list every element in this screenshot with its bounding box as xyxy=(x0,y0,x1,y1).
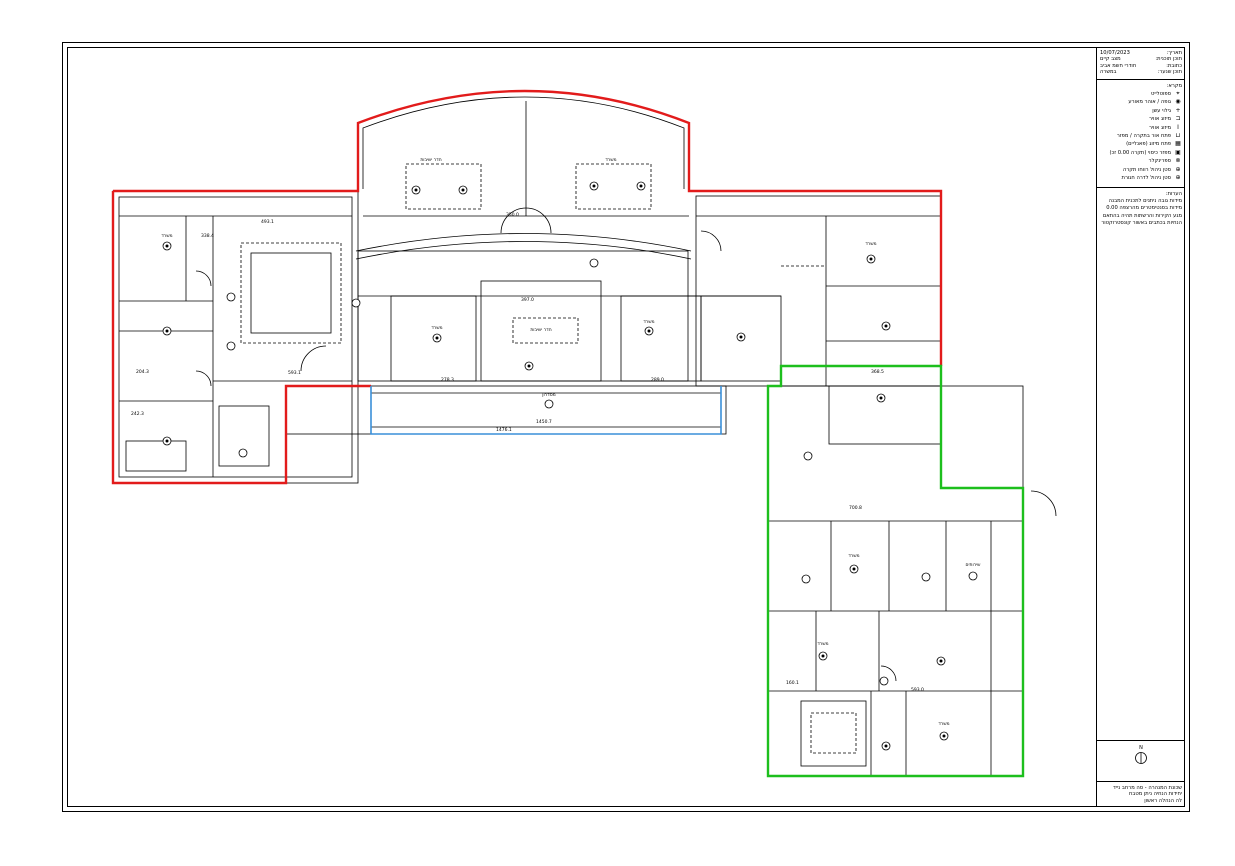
project-line: לה הנהלה ראשון xyxy=(1144,797,1182,804)
room-label: חדר ישיבות xyxy=(530,328,551,333)
room-label: משרד xyxy=(817,642,828,647)
tb-label: תאריך: xyxy=(1166,50,1183,56)
legend-label: גילוי עשן xyxy=(1152,107,1171,114)
drawing-frame xyxy=(67,47,1185,807)
project-line: שכונת המנהרה - סה מרחב נייד xyxy=(1113,784,1182,791)
dim-f: 160.1 xyxy=(786,680,799,686)
notes-title: הערות: xyxy=(1165,190,1182,197)
room-label: משרד xyxy=(431,326,442,331)
legend-label: מיזוג אוויר xyxy=(1148,124,1171,131)
north-label: N xyxy=(1139,745,1143,751)
dim-corridor: 1450.7 xyxy=(536,419,552,425)
dim-b: 289.0 xyxy=(651,377,664,383)
room-label: משרד xyxy=(605,158,616,163)
room-label: משרד xyxy=(938,722,949,727)
legend-title: מקרא: xyxy=(1166,82,1182,89)
legend-label: ספרינקלר xyxy=(1148,158,1171,165)
dim-arch: 350.0 xyxy=(506,212,519,218)
room-label: משרד xyxy=(848,554,859,559)
grid-icon: ▦ xyxy=(1175,140,1181,148)
notes: הערות: מידות גובה ניתנים לתכנית המבנה מי… xyxy=(1097,188,1185,231)
cross-circle-icon: ⊕ xyxy=(1175,165,1181,173)
spotlight-icon: ⌖ xyxy=(1176,90,1180,98)
sprinkler-icon: ⊗ xyxy=(1175,157,1181,165)
legend-label: סטן ניהול רווחו תקרה xyxy=(1122,166,1171,173)
title-block: תאריך: 10/07/2023 תוכן תוכנית: מצב קיים כת… xyxy=(1096,47,1185,807)
bracket-icon: ⊏ xyxy=(1175,115,1181,123)
diffuser-icon: ▣ xyxy=(1175,148,1181,156)
note: מגע הקירות והרשתות תהיה בהתאם xyxy=(1102,212,1182,219)
dim-center: 397.0 xyxy=(521,297,534,303)
legend-label: גופה / אוהר מאורע xyxy=(1128,99,1171,106)
room-label: משרד xyxy=(865,242,876,247)
room-label: משרד xyxy=(161,234,172,239)
legend-label: מיזוג אוויר xyxy=(1148,116,1171,123)
cross-circle-2-icon: ⊕ xyxy=(1175,174,1181,182)
room-label: שירותים xyxy=(966,563,981,568)
note: מידות גובה ניתנים לתכנית המבנה xyxy=(1108,197,1182,204)
dim-d: 493.1 xyxy=(261,219,274,225)
note: מידות בסנטימטרים מהרצפה 0.00 xyxy=(1106,205,1182,212)
tb-value: 10/07/2023 xyxy=(1100,50,1130,56)
legend: מקרא: ⌖ ספוטלייט ◉ גופה / אוהר מאורע + גילו… xyxy=(1097,80,1185,188)
ibeam-icon: I xyxy=(1177,123,1179,131)
room-label: מסדרון xyxy=(542,393,555,398)
project-line: יחידות הנחיה ניתן מטבח xyxy=(1128,791,1182,798)
room-label: חדר ישיבות xyxy=(420,158,441,163)
tb-value: במשרה xyxy=(1100,69,1117,76)
legend-label: פתח מיזוג (פאנליים) xyxy=(1126,141,1171,148)
dim-g: 338.4 xyxy=(201,233,214,239)
north-arrow-icon xyxy=(1135,752,1147,765)
note: הנחיות בכתבים באשור קונסטרוקטור xyxy=(1101,220,1182,227)
legend-label: מפזר כיסוי (תקרה 0.00 זכ) xyxy=(1109,149,1172,156)
tb-label: תוכן שנער: xyxy=(1157,69,1182,76)
dim-i: 204.3 xyxy=(136,369,149,375)
dim-right: 700.8 xyxy=(849,505,862,511)
tb-value: חודרי חשמ אביב xyxy=(1100,62,1137,69)
plus-icon: + xyxy=(1175,106,1181,114)
dim-left: 593.1 xyxy=(288,370,301,376)
north-arrow: N xyxy=(1097,740,1185,777)
dim-corridor-2: 1476.1 xyxy=(496,427,512,433)
tb-label: תוכן תוכנית: xyxy=(1155,56,1182,63)
tb-label: כתובת: xyxy=(1166,62,1182,69)
fixture-icon: ◉ xyxy=(1175,98,1181,106)
room-label: משרד xyxy=(643,320,654,325)
floor-plan: 1450.7 1476.1 593.1 700.8 397.0 278.3 28… xyxy=(111,89,1057,778)
project-info: שכונת המנהרה - סה מרחב נייד יחידות הנחיה… xyxy=(1097,780,1185,807)
tb-value: מצב קיים xyxy=(1100,56,1121,63)
dim-e: 593.0 xyxy=(911,687,924,693)
title-block-header: תאריך: 10/07/2023 תוכן תוכנית: מצב קיים כת… xyxy=(1097,47,1185,80)
legend-label: ספוטלייט xyxy=(1150,91,1171,98)
dim-h: 242.3 xyxy=(131,411,144,417)
dim-c: 368.5 xyxy=(871,369,884,375)
legend-label: סטן ניהול לדרה חגורת xyxy=(1121,175,1171,182)
panel-icon: ⊔ xyxy=(1175,132,1181,140)
legend-label: פתח אור בתקרה / מפזר xyxy=(1116,133,1171,140)
drawing-sheet: 1450.7 1476.1 593.1 700.8 397.0 278.3 28… xyxy=(62,42,1190,812)
dim-a: 278.3 xyxy=(441,377,454,383)
